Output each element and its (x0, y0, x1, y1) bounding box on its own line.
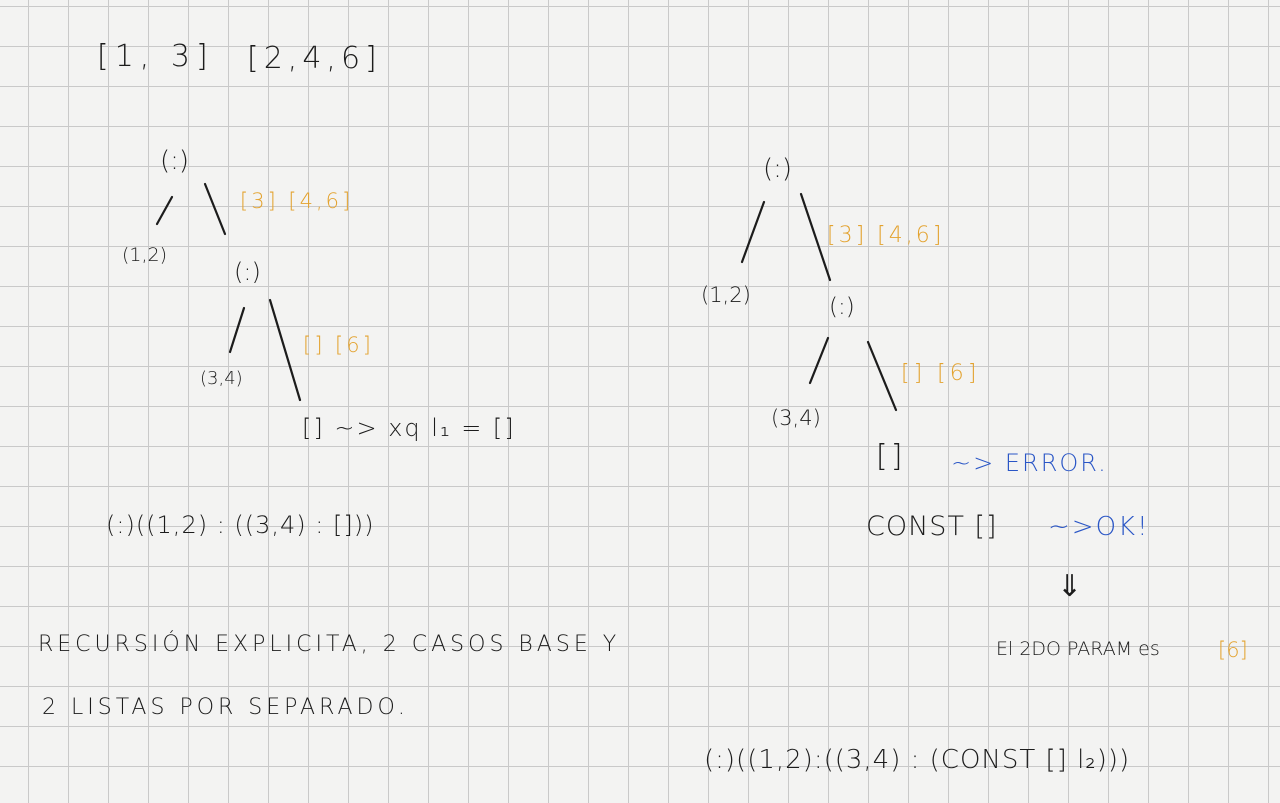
right-tree-const-expr: CONST [] (866, 511, 998, 542)
left-root-right-edge (203, 182, 227, 236)
right-tree-result: (:)((1,2):((3,4) : (CONST [] l₂))) (704, 745, 1131, 775)
right-tree-mid-pending: [] [6] (901, 361, 981, 386)
left-tree-mid-pending: [] [6] (303, 333, 374, 357)
right-root-right-edge (799, 192, 832, 282)
right-tree-error-note: ~> ERROR. (951, 449, 1108, 477)
right-tree-leaf-1: (1,2) (701, 283, 751, 307)
right-tree-root-pending: [3] [4,6] (827, 223, 945, 248)
right-tree-mid-node: (:) (829, 294, 855, 320)
left-tree-result: (:)((1,2) : ((3,4) : [])) (106, 511, 375, 539)
right-mid-right-edge (866, 340, 898, 412)
right-tree-param-note: El 2DO PARAM es (996, 638, 1160, 660)
left-mid-left-edge (228, 306, 246, 354)
right-tree-ok-note: ~>OK! (1048, 512, 1150, 542)
left-tree-root-pending: [3] [4,6] (240, 189, 354, 213)
left-tree-root: (:) (160, 146, 190, 176)
right-tree-root: (:) (763, 154, 793, 184)
right-tree-leaf-2: (3,4) (771, 406, 821, 430)
left-tree-leaf-1: (1,2) (122, 244, 168, 266)
right-tree-base-case: [] (876, 439, 906, 474)
note-line-1: RECURSIÓN EXPLICITA, 2 CASOS BASE Y (38, 632, 621, 657)
right-mid-left-edge (808, 336, 830, 385)
left-tree-base-case: [] ~> xq l₁ = [] (302, 414, 516, 442)
list-b: [2,4,6] (247, 41, 382, 76)
right-tree-param-value: [6] (1218, 638, 1248, 662)
down-arrow-icon: ⇓ (1057, 569, 1083, 604)
list-a: [1, 3] (97, 39, 214, 74)
left-tree-leaf-2: (3,4) (200, 368, 243, 389)
left-mid-right-edge (268, 298, 302, 402)
left-root-left-edge (155, 195, 174, 226)
left-tree-mid-node: (:) (234, 258, 261, 286)
note-line-2: 2 LISTAS POR SEPARADO. (42, 695, 409, 720)
right-root-left-edge (740, 200, 766, 264)
